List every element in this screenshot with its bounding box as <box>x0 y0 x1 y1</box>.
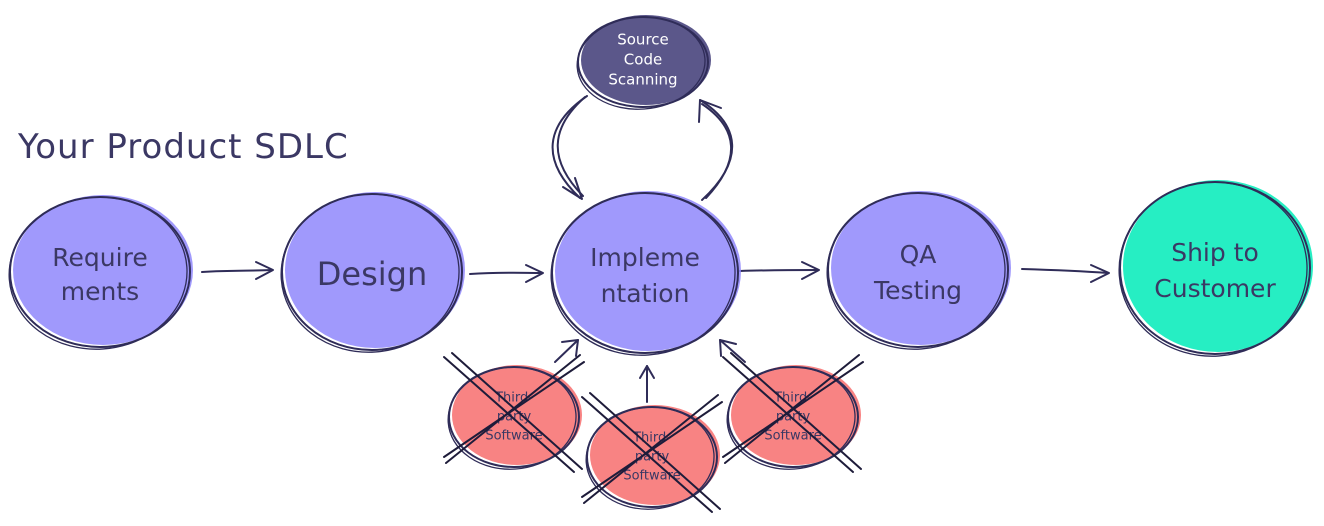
cross-out-mark <box>722 352 864 473</box>
arrow-tp1-to-implementation <box>554 339 579 363</box>
node-label-line: ntation <box>601 279 690 308</box>
node-label-line: Require <box>52 243 147 272</box>
third-party-arrows <box>554 339 746 403</box>
arrow-tp2-to-implementation <box>639 365 655 403</box>
node-label-line: Ship to <box>1171 238 1259 267</box>
arrow-implementation-to-qa <box>739 261 820 280</box>
cross-out-mark <box>443 352 585 473</box>
node-label-line: Impleme <box>590 243 700 272</box>
node-label-line: Source <box>617 31 669 49</box>
stage-node-qa: QA Testing <box>826 191 1011 350</box>
stage-node-ship: Ship to Customer <box>1118 180 1313 357</box>
diagram-title: Your Product SDLC <box>17 127 349 167</box>
cross-out-mark <box>581 392 723 513</box>
arrow-scanner-to-implementation <box>551 95 588 200</box>
node-label-line: Customer <box>1154 274 1276 303</box>
stage-node-requirements: Require ments <box>8 195 193 350</box>
stage-node-implementation: Impleme ntation <box>550 191 741 356</box>
node-label-line: Code <box>624 51 662 69</box>
scan-loop-arrows <box>551 95 734 201</box>
node-label-line: Scanning <box>608 71 677 89</box>
arrow-tp3-to-implementation <box>719 339 746 363</box>
node-label-line: party <box>635 450 670 465</box>
stage-node-design: Design <box>280 192 465 353</box>
arrow-requirements-to-design <box>201 261 274 280</box>
arrow-implementation-to-scanner <box>698 99 734 201</box>
node-label-line: Design <box>317 255 427 293</box>
flow-arrows <box>201 261 1110 283</box>
arrow-design-to-implementation <box>469 264 544 283</box>
node-label-line: party <box>497 410 532 425</box>
node-label-line: ments <box>61 277 139 306</box>
node-label-line: party <box>776 410 811 425</box>
arrow-qa-to-ship <box>1021 264 1110 283</box>
node-label-line: QA <box>900 240 937 269</box>
node-label-line: Testing <box>873 276 962 305</box>
